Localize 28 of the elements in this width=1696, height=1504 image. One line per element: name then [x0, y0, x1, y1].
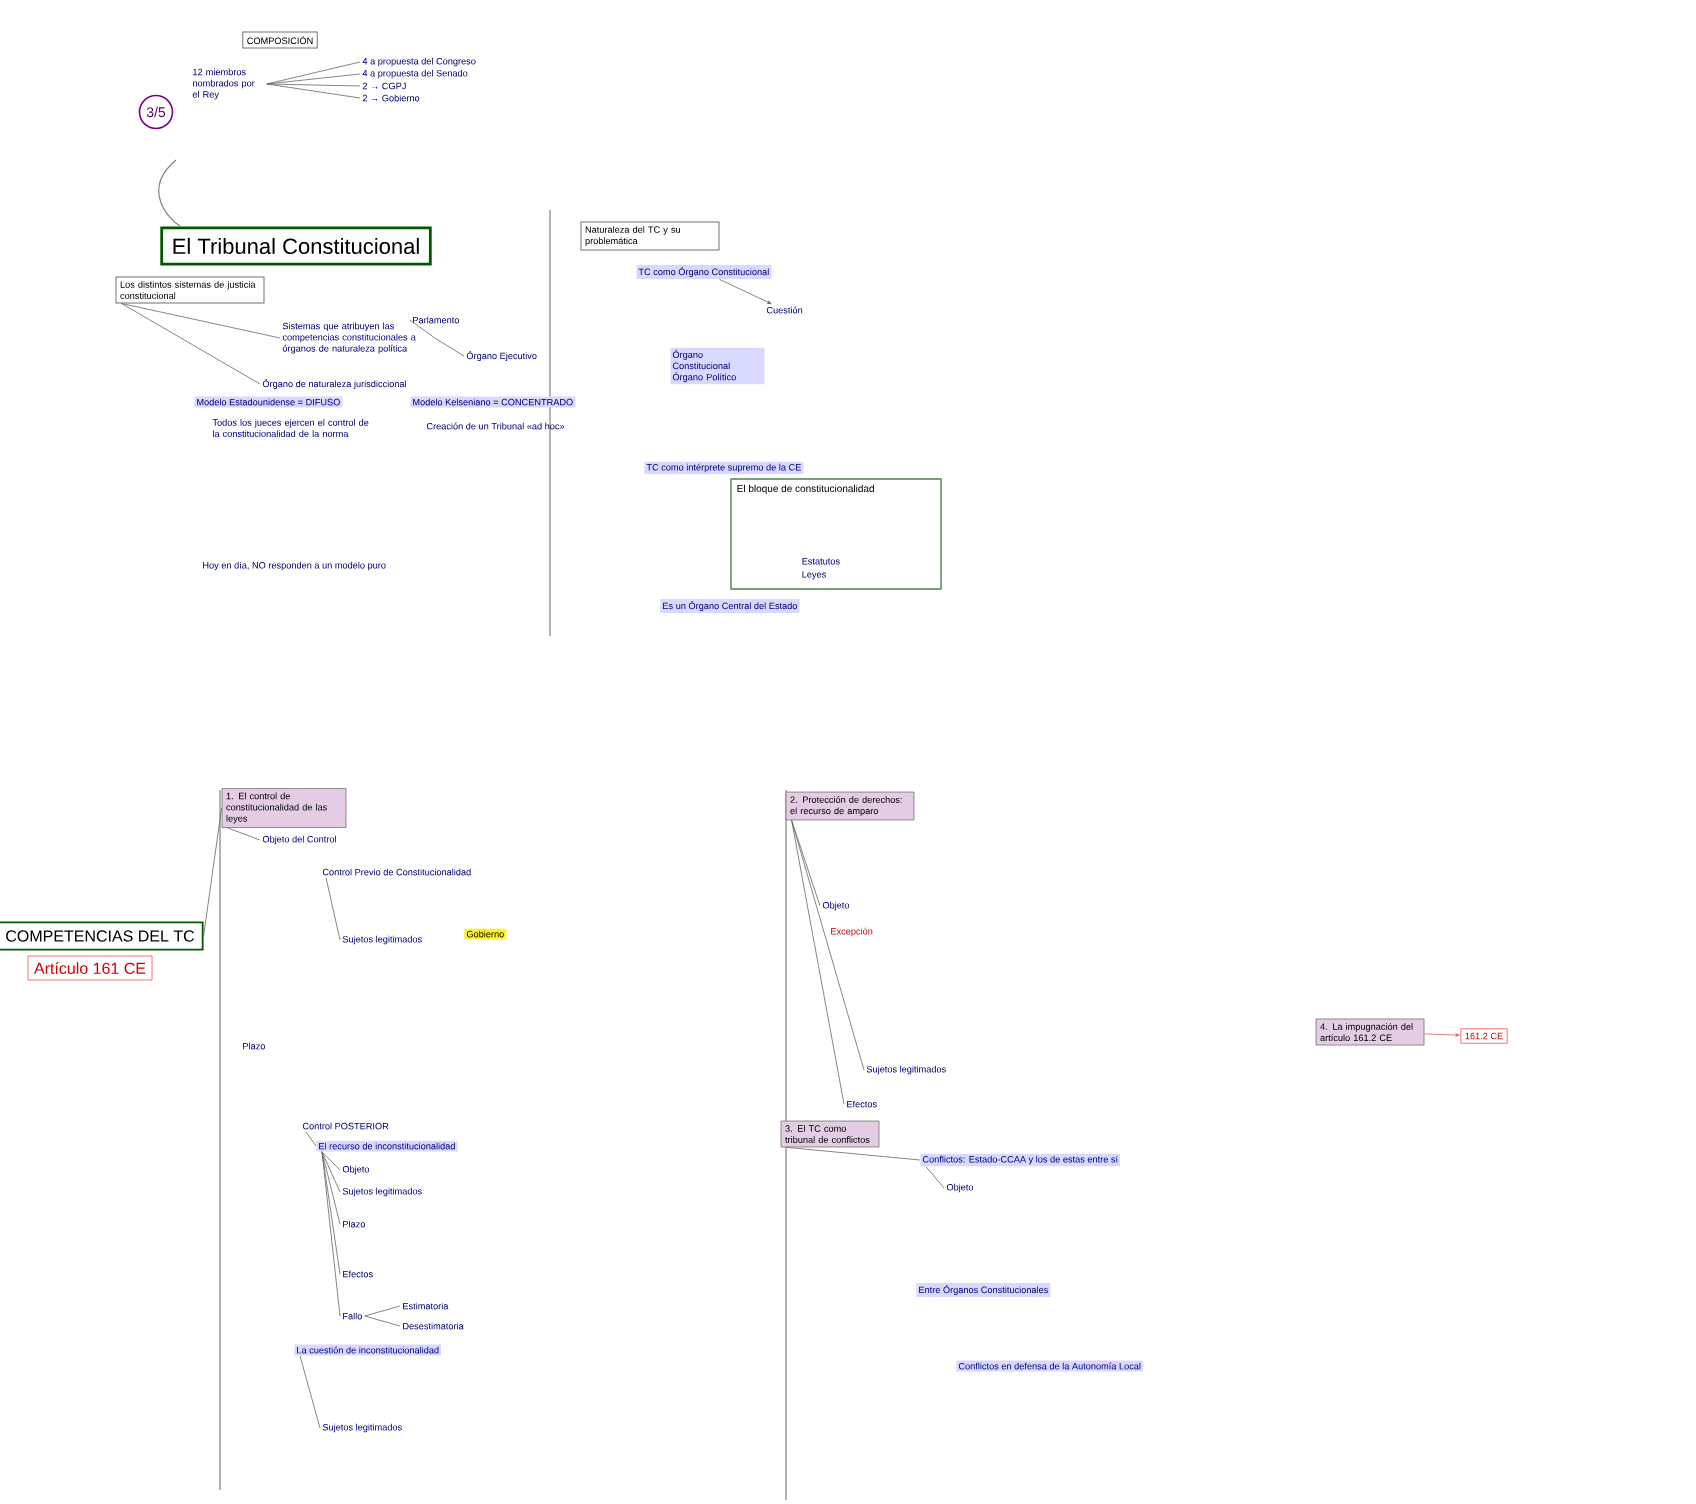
title-box: El Tribunal Constitucional: [160, 226, 432, 266]
connector-line: [364, 1305, 401, 1317]
connector-line: [409, 319, 436, 339]
connector-line: [305, 1131, 317, 1147]
connector-line: [299, 1355, 321, 1429]
arrow: [719, 278, 772, 305]
connector-line: [321, 1151, 341, 1317]
article-box: Artículo 161 CE: [27, 955, 153, 981]
connector-line: [321, 1151, 341, 1193]
connector-line: [791, 819, 845, 1105]
connector-line: [791, 819, 865, 1071]
connector-line: [434, 337, 465, 357]
title-box: COMPETENCIAS DEL TC: [0, 921, 204, 951]
connector-line: [925, 1166, 945, 1189]
connector-line: [203, 807, 222, 937]
connector-line: [364, 1315, 401, 1327]
connector-line: [121, 303, 281, 339]
connector-line: [266, 61, 361, 85]
connector-line: [786, 1147, 921, 1161]
connector-line: [227, 827, 261, 841]
connector-line: [266, 83, 361, 99]
connector-line: [321, 1151, 341, 1171]
connector-line: [121, 303, 261, 385]
connector-line: [791, 819, 821, 907]
connector-line: [266, 83, 361, 87]
connector-line: [325, 877, 341, 941]
connector-line: [321, 1151, 341, 1225]
arrow: [1424, 1033, 1460, 1037]
